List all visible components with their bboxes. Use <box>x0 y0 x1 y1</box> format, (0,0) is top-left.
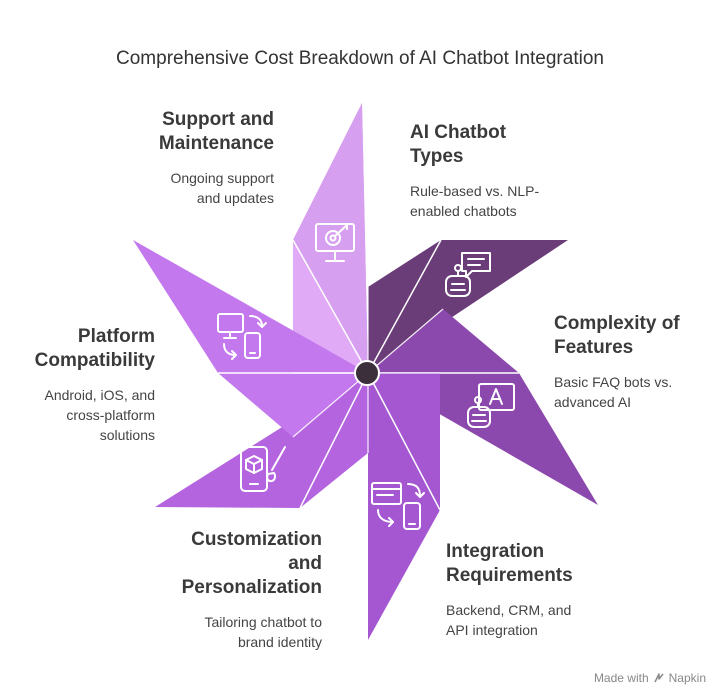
robot-text-icon <box>467 383 515 428</box>
platform-compatibility-block: Platform Compatibility Android, iOS, and… <box>20 325 155 445</box>
napkin-logo-icon <box>653 673 664 683</box>
footer-brand: Napkin <box>668 671 706 685</box>
support-maintenance-heading: Support and Maintenance <box>158 109 274 154</box>
customization-personalization-description: Tailoring chatbot to brand identity <box>204 614 322 650</box>
integration-requirements-heading: Integration Requirements <box>446 541 573 586</box>
napkin-watermark: Made with Napkin <box>594 671 706 685</box>
platform-compatibility-heading: Platform Compatibility <box>34 326 155 371</box>
integration-requirements-block: Integration Requirements Backend, CRM, a… <box>446 540 596 640</box>
robot-chat-icon <box>445 252 491 297</box>
diagram-title: Comprehensive Cost Breakdown of AI Chatb… <box>116 48 604 69</box>
browser-phone-sync-icon <box>371 482 425 530</box>
complexity-features-block: Complexity of Features Basic FAQ bots vs… <box>554 312 694 412</box>
integration-requirements-description: Backend, CRM, and API integration <box>446 602 572 638</box>
customization-personalization-heading: Customization and Personalization <box>181 529 322 598</box>
customization-personalization-block: Customization and Personalization Tailor… <box>167 528 322 652</box>
complexity-features-heading: Complexity of Features <box>554 313 680 358</box>
support-maintenance-block: Support and Maintenance Ongoing support … <box>124 108 274 208</box>
phone-cube-brush-icon <box>240 446 286 492</box>
platform-compatibility-description: Android, iOS, and cross-platform solutio… <box>44 387 155 443</box>
complexity-features-description: Basic FAQ bots vs. advanced AI <box>554 374 673 410</box>
monitor-target-icon <box>315 223 355 262</box>
ai-chatbot-types-heading: AI Chatbot Types <box>410 122 507 167</box>
ai-chatbot-types-description: Rule-based vs. NLP-enabled chatbots <box>410 183 540 219</box>
support-maintenance-description: Ongoing support and updates <box>170 170 274 206</box>
center-hub <box>354 360 380 386</box>
ai-chatbot-types-block: AI Chatbot Types Rule-based vs. NLP-enab… <box>410 121 539 221</box>
desktop-phone-sync-icon <box>217 313 267 360</box>
footer-text: Made with <box>593 671 649 685</box>
